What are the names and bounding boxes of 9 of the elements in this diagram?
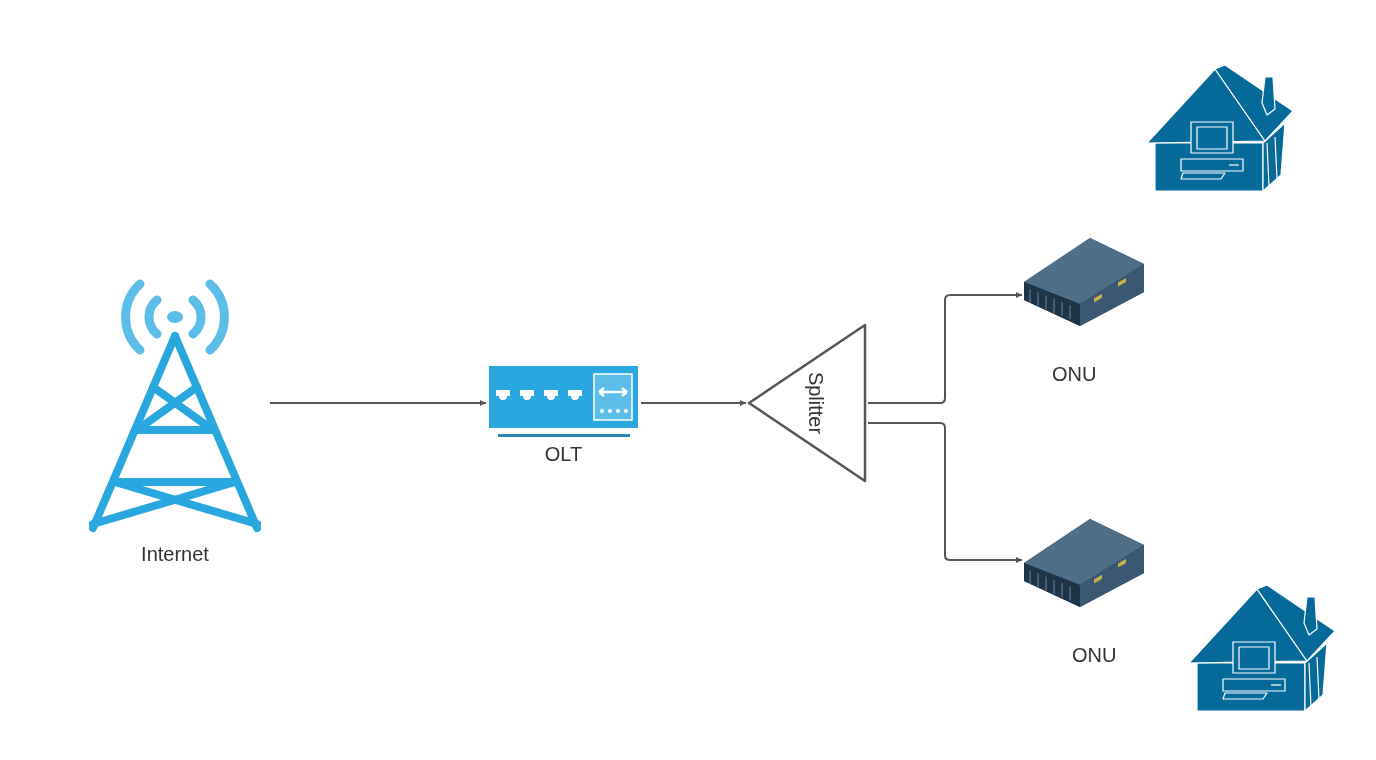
- node-label: ONU: [1072, 645, 1117, 665]
- node-label: Internet: [141, 544, 209, 564]
- node-label: ONU: [1052, 364, 1097, 384]
- node-label: Splitter: [806, 371, 826, 435]
- connector-arrow: [867, 422, 1023, 563]
- connector-arrow: [269, 400, 487, 406]
- connector-arrow: [640, 400, 747, 406]
- node-label: OLT: [544, 444, 583, 464]
- connector-arrow: [867, 292, 1023, 404]
